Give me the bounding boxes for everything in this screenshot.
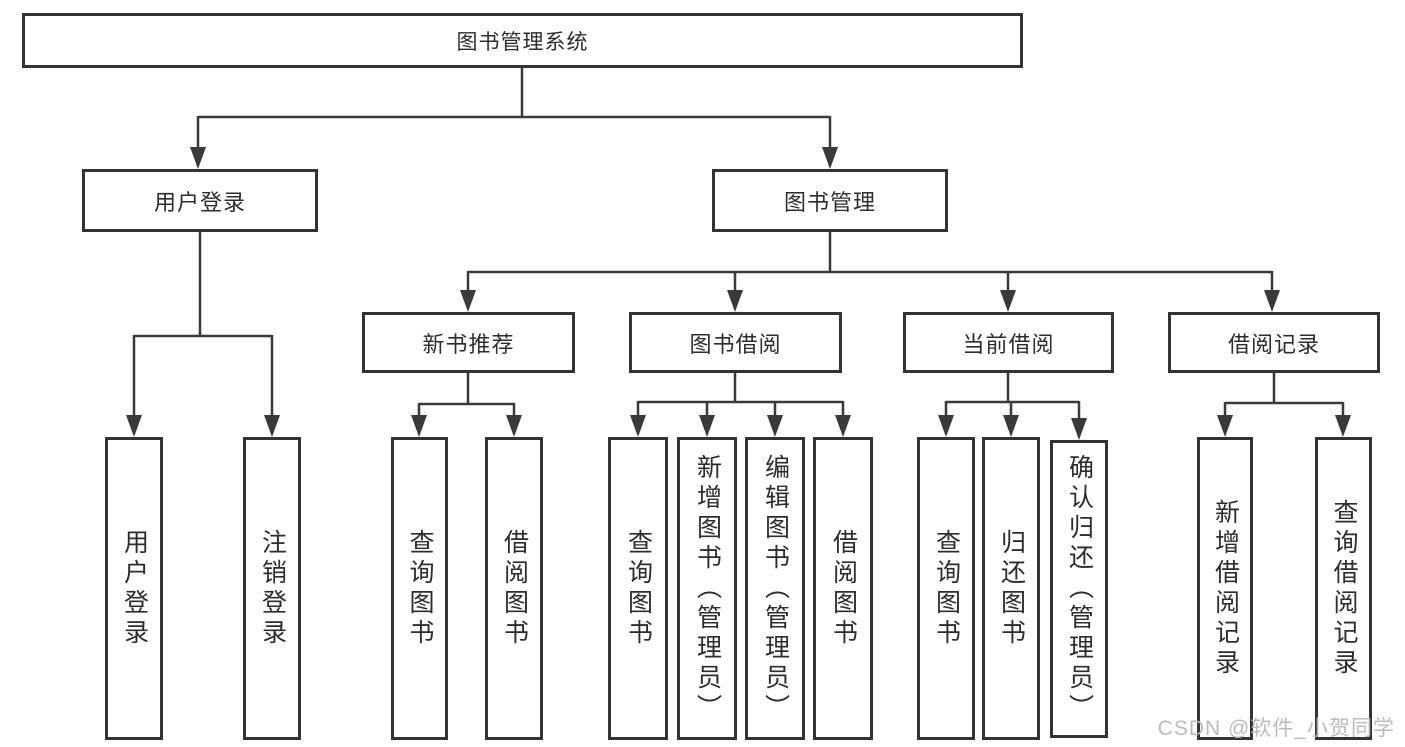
leaf-user-login: 用户登录 bbox=[105, 437, 163, 740]
node-user-login: 用户登录 bbox=[82, 169, 318, 232]
leaf-add-book-admin: 新增图书（管理员） bbox=[677, 437, 737, 740]
node-book-management: 图书管理 bbox=[712, 169, 948, 232]
leaf-logout-label: 注销登录 bbox=[258, 528, 287, 649]
leaf-borrow-book: 借阅图书 bbox=[813, 437, 873, 740]
leaf-confirm-return-admin-label: 确认归还（管理员） bbox=[1065, 454, 1094, 724]
leaf-borrow-book-label: 借阅图书 bbox=[829, 528, 858, 649]
leaf-logout: 注销登录 bbox=[243, 437, 301, 740]
leaf-user-login-label: 用户登录 bbox=[120, 528, 149, 649]
leaf-confirm-return-admin: 确认归还（管理员） bbox=[1050, 440, 1108, 738]
leaf-recommend-borrow-book-label: 借阅图书 bbox=[500, 528, 529, 649]
node-book-borrow: 图书借阅 bbox=[629, 312, 842, 373]
leaf-edit-book-admin: 编辑图书（管理员） bbox=[745, 437, 805, 740]
leaf-return-book: 归还图书 bbox=[982, 437, 1040, 740]
leaf-edit-book-admin-label: 编辑图书（管理员） bbox=[761, 453, 790, 724]
leaf-return-book-label: 归还图书 bbox=[997, 528, 1026, 649]
node-current-borrow: 当前借阅 bbox=[903, 312, 1114, 373]
leaf-recommend-borrow-book: 借阅图书 bbox=[485, 437, 543, 740]
leaf-current-query-book: 查询图书 bbox=[917, 437, 975, 740]
leaf-add-borrow-record: 新增借阅记录 bbox=[1197, 437, 1253, 740]
leaf-query-borrow-record: 查询借阅记录 bbox=[1315, 437, 1372, 740]
leaf-add-borrow-record-label: 新增借阅记录 bbox=[1211, 498, 1240, 679]
node-new-book-recommend: 新书推荐 bbox=[362, 312, 575, 373]
leaf-query-borrow-record-label: 查询借阅记录 bbox=[1330, 498, 1358, 679]
leaf-current-query-book-label: 查询图书 bbox=[932, 528, 961, 649]
leaf-borrow-query-book-label: 查询图书 bbox=[624, 528, 653, 649]
leaf-add-book-admin-label: 新增图书（管理员） bbox=[693, 453, 722, 724]
leaf-recommend-query-book-label: 查询图书 bbox=[406, 528, 434, 649]
leaf-recommend-query-book: 查询图书 bbox=[391, 437, 448, 740]
node-borrow-record: 借阅记录 bbox=[1168, 312, 1380, 373]
node-root-system: 图书管理系统 bbox=[22, 13, 1023, 68]
leaf-borrow-query-book: 查询图书 bbox=[608, 437, 668, 740]
